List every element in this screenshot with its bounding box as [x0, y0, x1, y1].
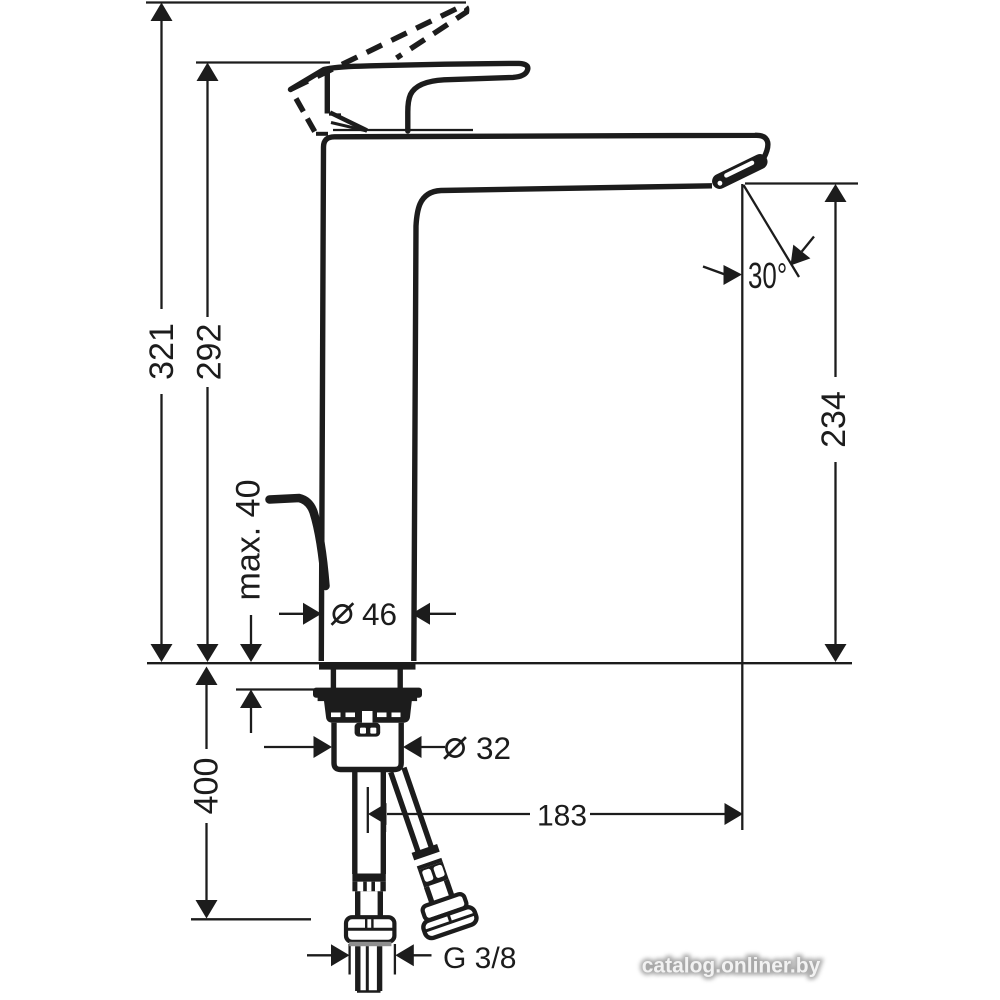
svg-text:234: 234	[815, 391, 853, 448]
svg-text:G 3/8: G 3/8	[443, 942, 516, 975]
svg-text:32: 32	[476, 730, 511, 766]
svg-text:max. 40: max. 40	[230, 480, 268, 601]
svg-text:183: 183	[537, 800, 587, 833]
svg-text:46: 46	[362, 596, 397, 632]
svg-text:catalog.onliner.by: catalog.onliner.by	[642, 955, 821, 978]
svg-text:catalog.onliner.by: catalog.onliner.by	[642, 955, 821, 978]
svg-text:292: 292	[191, 324, 229, 381]
svg-text:30°: 30°	[748, 256, 787, 296]
svg-text:321: 321	[143, 323, 181, 380]
svg-text:400: 400	[188, 758, 226, 815]
